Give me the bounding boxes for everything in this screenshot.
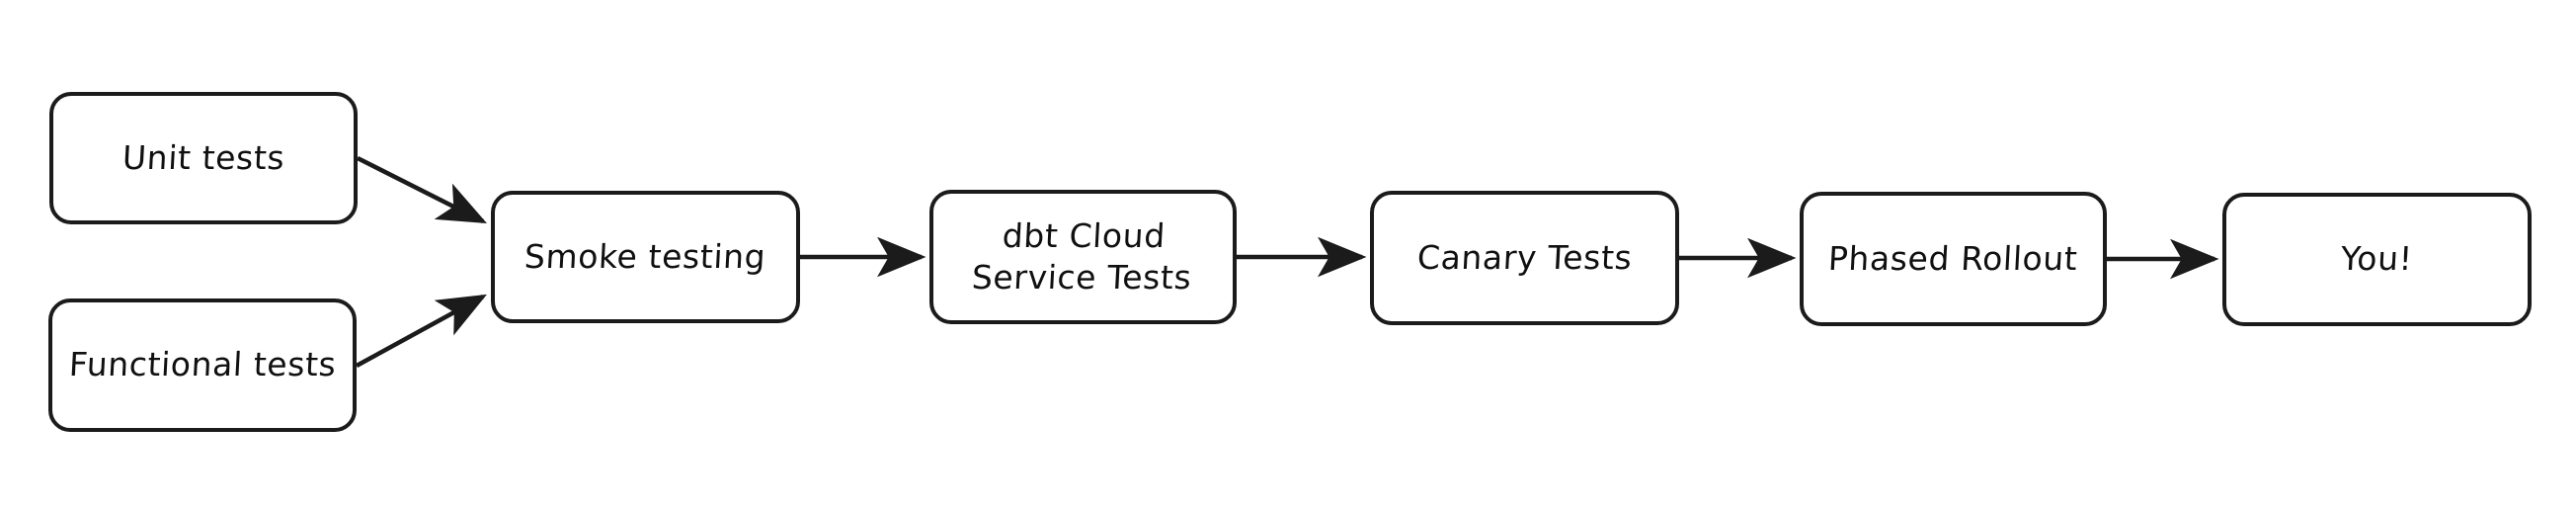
node-functional-tests[interactable]: Functional tests [48,298,357,432]
node-phased-rollout-label: Phased Rollout [1827,238,2079,278]
edge-unit-tests-to-smoke-testing [356,155,488,224]
node-you[interactable]: You! [2222,193,2532,326]
node-smoke-testing[interactable]: Smoke testing [491,191,800,323]
node-functional-tests-label: Functional tests [67,345,338,384]
node-dbt-cloud-service-tests[interactable]: dbt Cloud Service Tests [929,190,1237,324]
node-you-label: You! [2340,239,2414,279]
node-canary-tests-label: Canary Tests [1415,237,1634,277]
node-dbt-cloud-service-tests-label: dbt Cloud Service Tests [971,215,1193,297]
node-smoke-testing-label: Smoke testing [523,236,767,276]
node-phased-rollout[interactable]: Phased Rollout [1800,192,2107,326]
edge-functional-tests-to-smoke-testing [355,294,487,368]
node-unit-tests-label: Unit tests [121,137,286,177]
node-unit-tests[interactable]: Unit tests [49,92,358,224]
node-canary-tests[interactable]: Canary Tests [1370,191,1679,325]
